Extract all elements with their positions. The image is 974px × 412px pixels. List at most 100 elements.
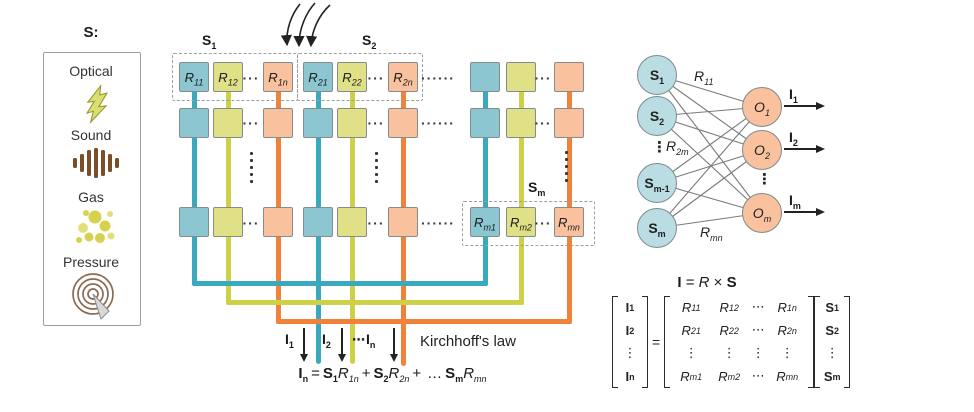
- ellipsis: ···: [367, 115, 385, 131]
- column-line-yellow: [349, 75, 355, 305]
- bracket: [642, 296, 648, 388]
- cell-rmn: Rmn: [554, 207, 584, 237]
- cell-r2n: R2n: [388, 62, 418, 92]
- kirchhoff-law-label: Kirchhoff's law: [420, 333, 516, 350]
- cell-r1n: R1n: [263, 62, 293, 92]
- edge-label-r2m: R2m: [666, 138, 689, 157]
- edge-label-rmn: Rmn: [700, 224, 723, 243]
- cell-blank: [337, 108, 367, 138]
- ellipsis: ···: [534, 115, 552, 131]
- column-line-teal: [315, 75, 321, 286]
- bracket: [808, 296, 815, 388]
- right-arrow-icon: [784, 144, 825, 153]
- legend-label-optical: Optical: [69, 63, 113, 79]
- node-s1: S1: [637, 55, 677, 95]
- output-line-yellow: [349, 299, 355, 364]
- right-arrow-icon: [784, 101, 825, 110]
- cell-blank: [470, 62, 500, 92]
- column-line-orange: [400, 75, 406, 324]
- column-line-yellow: [225, 75, 231, 305]
- bus-teal: [191, 280, 488, 286]
- bracket: [664, 296, 671, 388]
- cell-blank: [388, 108, 418, 138]
- down-arrow-icon: [390, 328, 398, 362]
- cell-blank: [179, 207, 209, 237]
- cell-blank: [506, 62, 536, 92]
- current-label-i1: I1: [285, 331, 294, 350]
- group-box-s1: [172, 53, 298, 101]
- current-label-i2: I2: [322, 331, 331, 350]
- down-arrow-icon: [300, 328, 308, 362]
- cell-r22: R22: [337, 62, 367, 92]
- kirchhoff-equation: In=S1R1n+S2R2n+…SmRmn: [298, 365, 487, 384]
- cell-r21: R21: [303, 62, 333, 92]
- lightning-icon: [85, 84, 109, 124]
- matrix-equation-title: I = R × S: [677, 274, 737, 291]
- cell-r12: R12: [213, 62, 243, 92]
- bus-orange: [275, 318, 572, 324]
- node-sm: Sm: [637, 208, 677, 248]
- group-label-sm: Sm: [528, 179, 546, 198]
- legend-label-pressure: Pressure: [62, 254, 120, 270]
- current-label-i1: I1: [789, 86, 798, 105]
- node-o1: O1: [742, 87, 782, 127]
- cell-blank: [179, 108, 209, 138]
- column-line-yellow: [518, 75, 524, 305]
- stimulus-arrows-icon: [280, 2, 331, 48]
- legend-label-gas: Gas: [78, 189, 104, 205]
- column-line-teal: [482, 75, 488, 286]
- vertical-ellipsis: [249, 152, 253, 183]
- cell-blank: [554, 108, 584, 138]
- bracket: [814, 296, 821, 388]
- legend-label-sound: Sound: [70, 127, 112, 143]
- ellipsis: ···: [534, 215, 552, 231]
- cell-blank: [263, 108, 293, 138]
- equals-sign: =: [652, 334, 661, 350]
- cell-rm2: Rm2: [506, 207, 536, 237]
- cell-blank: [303, 108, 333, 138]
- cell-blank: [470, 108, 500, 138]
- ellipsis: ······: [421, 115, 455, 131]
- ellipsis: ······: [421, 215, 455, 231]
- ellipsis: ···: [534, 70, 552, 86]
- node-om: Om: [742, 193, 782, 233]
- column-line-orange: [275, 75, 281, 324]
- ellipsis: ······: [421, 70, 455, 86]
- node-sm1: Sm-1: [637, 163, 677, 203]
- ellipsis: ⋯: [352, 333, 365, 348]
- node-s2: S2: [637, 96, 677, 136]
- ellipsis: ···: [367, 215, 385, 231]
- bracket: [844, 296, 851, 388]
- down-arrow-icon: [338, 328, 346, 362]
- ellipsis: ···: [242, 115, 260, 131]
- bus-yellow: [225, 299, 524, 305]
- pressure-touch-icon: [72, 273, 114, 320]
- gas-molecules-icon: [76, 210, 115, 243]
- current-label-in: In: [366, 331, 376, 350]
- cell-rm1: Rm1: [470, 207, 500, 237]
- sound-waves-icon: [73, 148, 119, 178]
- current-label-i2: I2: [789, 129, 798, 148]
- legend-title: S:: [83, 24, 99, 41]
- cell-blank: [303, 207, 333, 237]
- cell-r11: R11: [179, 62, 209, 92]
- column-line-teal: [191, 75, 197, 286]
- output-line-orange: [400, 318, 406, 366]
- group-label-s1: S1: [202, 32, 217, 51]
- cell-blank: [388, 207, 418, 237]
- vertical-ellipsis: ⋮: [757, 170, 772, 188]
- cell-blank: [554, 62, 584, 92]
- vertical-ellipsis: [565, 151, 568, 182]
- group-box-sm: [462, 201, 595, 246]
- ellipsis: ···: [242, 215, 260, 231]
- cell-blank: [506, 108, 536, 138]
- cell-blank: [337, 207, 367, 237]
- bracket: [612, 296, 618, 388]
